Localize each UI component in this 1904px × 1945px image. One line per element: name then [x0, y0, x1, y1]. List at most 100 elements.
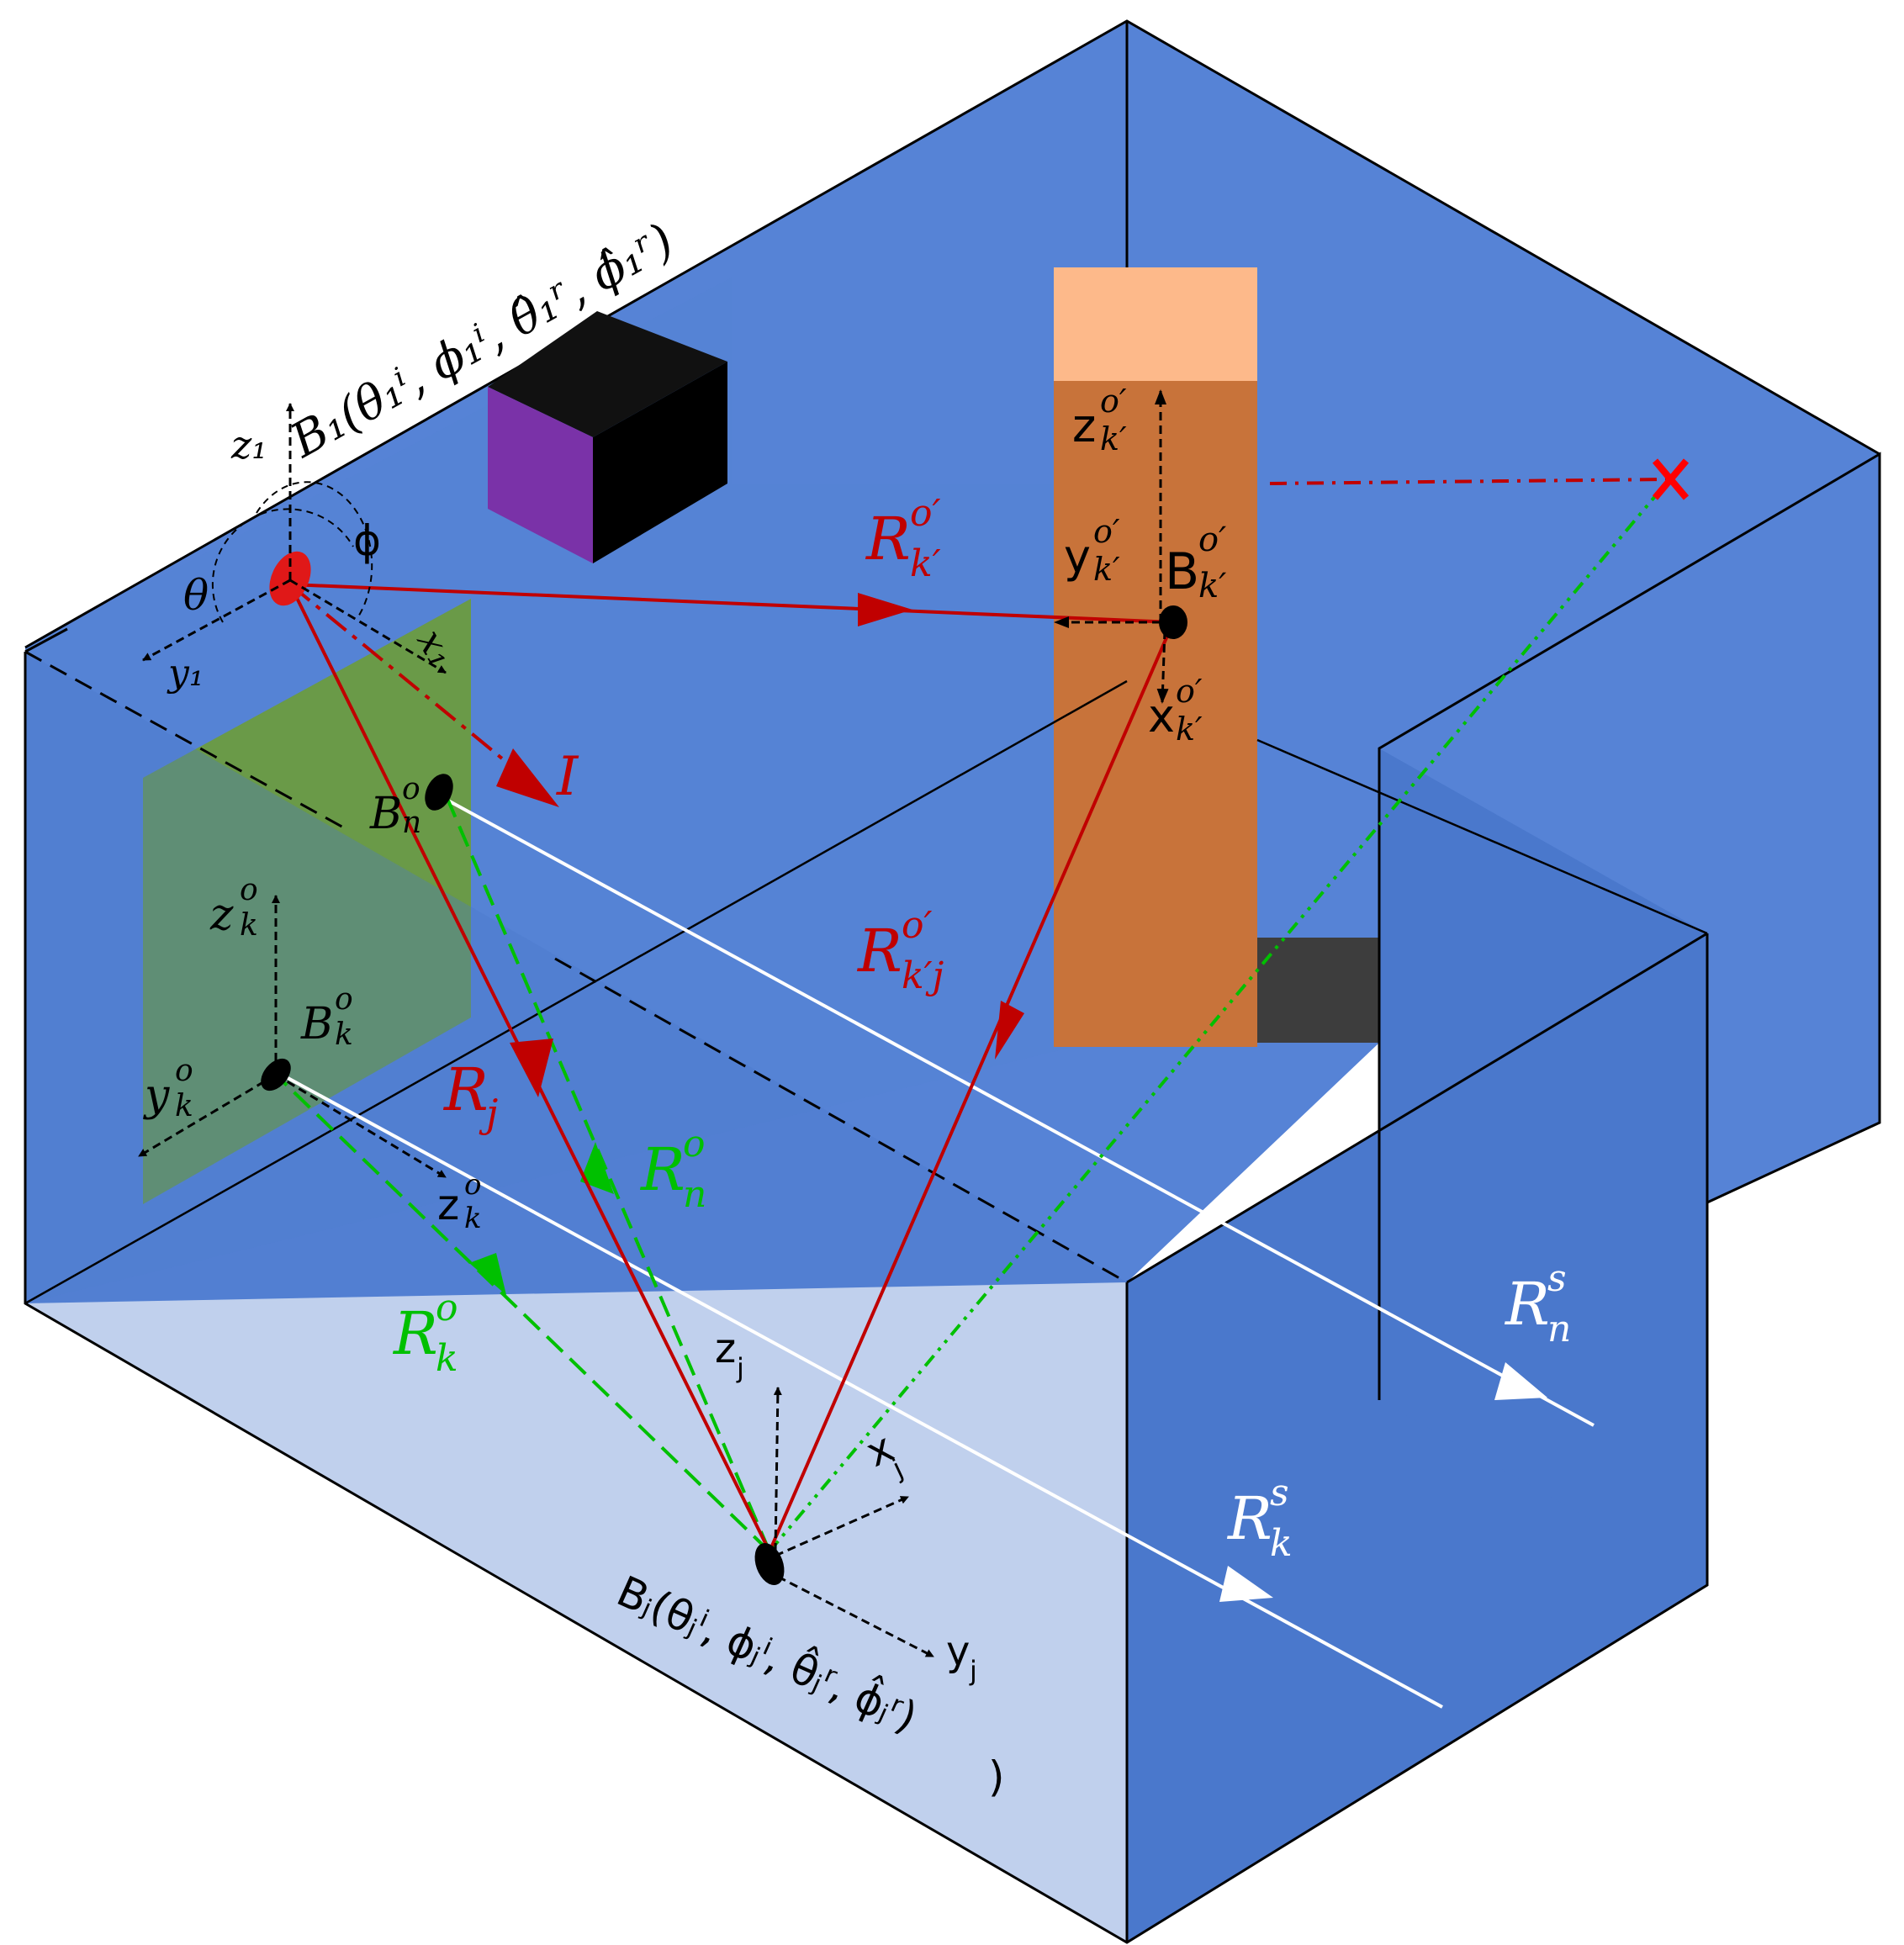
- svg-text:j: j: [736, 1352, 744, 1384]
- floor-seam-2: [1256, 738, 1708, 935]
- ray-rns: [436, 793, 1595, 1427]
- b1-y-axis: [142, 579, 291, 662]
- rks-label: R s k: [1226, 1472, 1293, 1565]
- inner-partition: [1379, 748, 1707, 1585]
- rns-label: R s n: [1504, 1257, 1571, 1350]
- red-x-marker: [1652, 458, 1690, 500]
- ray-rkp-arrow: [858, 593, 912, 626]
- bj-point: [754, 1542, 785, 1586]
- rkp-label: R o′ k′: [865, 492, 941, 585]
- ray-rk-arrow: [469, 1253, 506, 1295]
- yj-label: y j: [946, 1628, 977, 1687]
- rkpj-label: R o′ k′j: [856, 904, 944, 997]
- hidden-edge-1: [24, 650, 346, 830]
- phi-label: ϕ: [353, 516, 381, 565]
- svg-text:k: k: [175, 1089, 193, 1123]
- svg-text:R: R: [392, 1299, 438, 1368]
- cube-front-purple: [488, 387, 593, 563]
- ray-green-dotted: [768, 478, 1671, 1553]
- svg-text:o′: o′: [902, 904, 932, 947]
- rn-label: R o n: [639, 1123, 706, 1216]
- svg-text:x: x: [1148, 690, 1175, 743]
- svg-text:y: y: [1064, 530, 1091, 583]
- svg-text:o: o: [175, 1054, 193, 1088]
- svg-text:o′: o′: [1176, 673, 1203, 710]
- svg-text:o: o: [436, 1287, 458, 1329]
- front-wall-left: [25, 652, 1127, 1942]
- bk-x-axis: [275, 1073, 447, 1179]
- ykp-label: y o′ k′: [1064, 513, 1120, 588]
- svg-text:k: k: [1270, 1522, 1293, 1565]
- svg-text:o′: o′: [910, 492, 940, 535]
- svg-text:B: B: [369, 789, 402, 839]
- svg-text:z: z: [715, 1325, 736, 1372]
- ray-rkp-red: [289, 583, 1174, 624]
- ray-rks: [281, 1073, 1443, 1709]
- svg-text:k′: k′: [910, 542, 941, 585]
- z1-label: z₁: [230, 422, 267, 468]
- theta-arc: [211, 508, 354, 623]
- svg-text:s: s: [1547, 1257, 1567, 1300]
- svg-text:R: R: [442, 1055, 489, 1124]
- svg-text:k′: k′: [1198, 567, 1226, 605]
- hidden-edge-2: [554, 957, 1128, 1284]
- zkp-label: z o′ k′: [1072, 383, 1127, 457]
- ray-rkpj-arrow: [995, 1001, 1024, 1060]
- svg-text:k′: k′: [1176, 711, 1203, 748]
- svg-text:n: n: [1547, 1308, 1571, 1350]
- svg-text:R: R: [856, 917, 902, 986]
- svg-text:o′: o′: [1198, 521, 1226, 559]
- ray-rkpj-red: [768, 621, 1175, 1552]
- svg-text:o: o: [402, 772, 420, 806]
- floor-seam: [24, 679, 1128, 1305]
- svg-text:k: k: [240, 908, 258, 943]
- bkp-label: B o′ k′: [1165, 521, 1226, 605]
- svg-text:o: o: [335, 982, 353, 1017]
- svg-text:o: o: [240, 873, 258, 907]
- svg-text:o: o: [683, 1123, 706, 1165]
- xkp-label: x o′ k′: [1148, 673, 1203, 748]
- bn-point: [425, 774, 453, 811]
- ray-rn-green: [444, 794, 771, 1552]
- svg-text:k′j: k′j: [902, 954, 944, 997]
- y1-label: y₁: [167, 652, 204, 695]
- rk-label: R o k: [392, 1287, 458, 1380]
- bj-z-axis: [773, 1387, 782, 1552]
- zj-label: z j: [715, 1325, 744, 1384]
- cabinet-shadow: [1257, 938, 1379, 1043]
- svg-text:y: y: [143, 1070, 170, 1121]
- partition-outline: [1378, 452, 1881, 1400]
- ray-rk-green: [276, 1075, 771, 1553]
- bk-label: B o k: [300, 982, 353, 1052]
- bkp-x-axis: [1156, 630, 1169, 704]
- cube-side: [593, 362, 727, 563]
- svg-text:k: k: [335, 1017, 353, 1052]
- svg-text:z: z: [437, 1181, 459, 1229]
- cabinet-body: [1054, 381, 1257, 1047]
- green-screen: [143, 599, 471, 1204]
- svg-text:y: y: [946, 1628, 970, 1675]
- svg-text:R: R: [1226, 1484, 1272, 1553]
- bn-label: B o n: [369, 772, 421, 840]
- svg-text:o′: o′: [1100, 383, 1127, 420]
- ray-rns-arrow: [1494, 1362, 1547, 1400]
- svg-text:k: k: [436, 1337, 458, 1380]
- svg-text:R: R: [639, 1135, 685, 1204]
- partition-top-right: [1379, 454, 1880, 1202]
- svg-text:k: k: [464, 1202, 482, 1235]
- ray-rn-arrow: [580, 1142, 614, 1194]
- svg-text:B: B: [300, 999, 333, 1049]
- ray-i-red: [288, 583, 527, 780]
- ray-rks-arrow: [1219, 1566, 1273, 1602]
- theta-label: θ: [183, 571, 209, 620]
- svg-text:n: n: [402, 806, 421, 840]
- zk-label: z o k: [209, 873, 258, 943]
- phi-arc: [256, 481, 373, 619]
- svg-text:B: B: [1165, 542, 1199, 601]
- ray-i-arrow: [496, 748, 559, 807]
- svg-text:k′: k′: [1100, 420, 1127, 457]
- svg-text:z: z: [209, 890, 234, 940]
- svg-text:j: j: [969, 1655, 977, 1687]
- svg-text:R: R: [865, 505, 911, 573]
